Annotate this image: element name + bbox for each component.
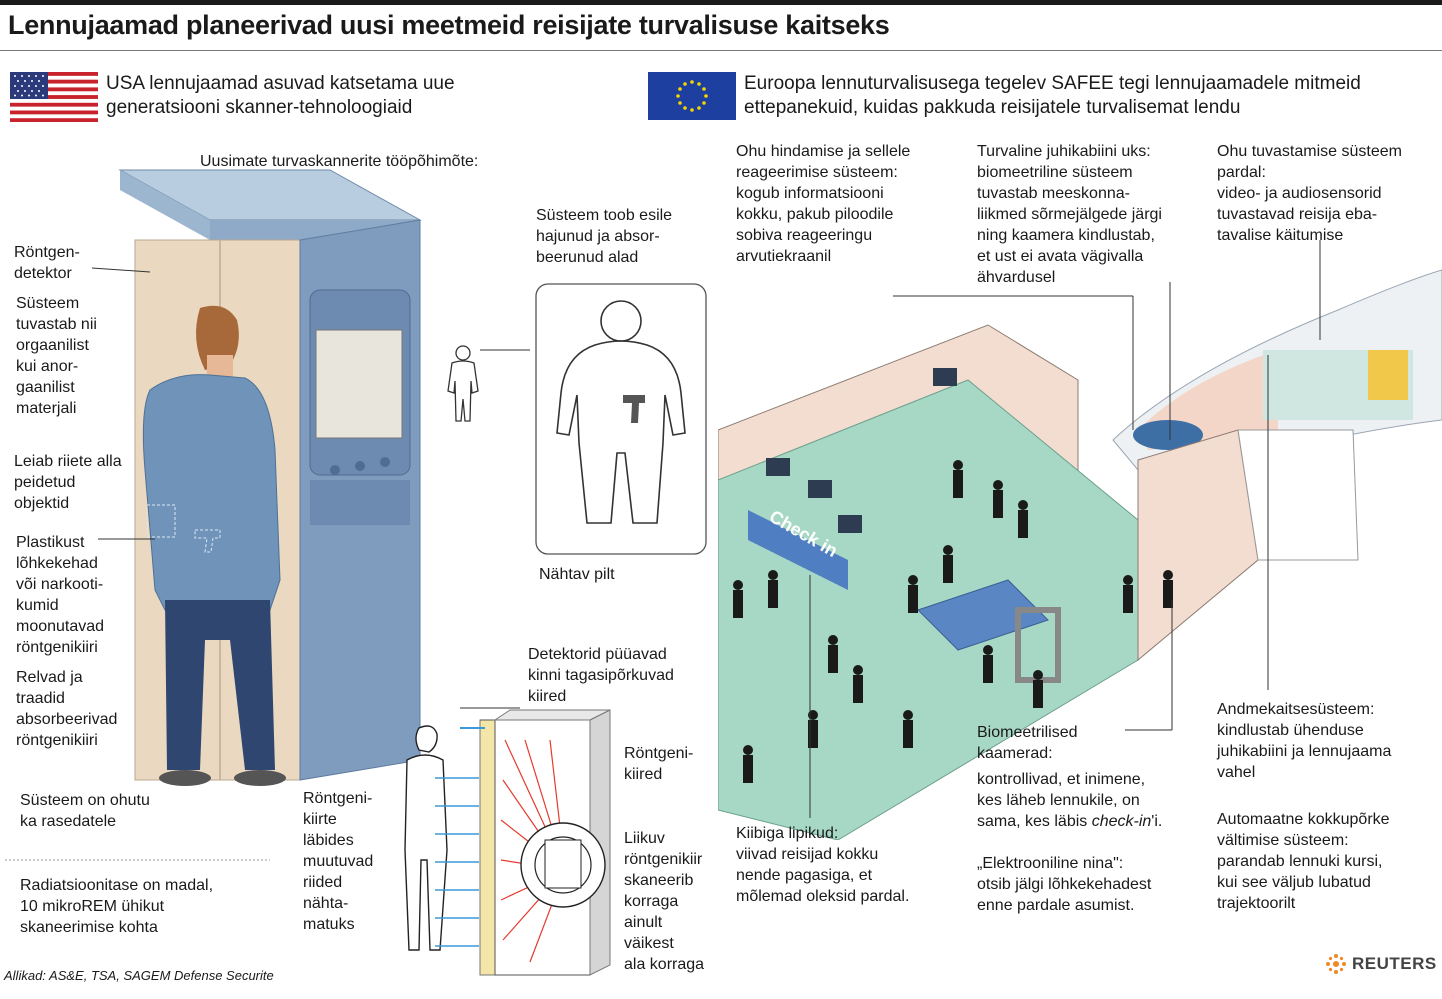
biometric-check-in-italic: check-in: [1091, 813, 1152, 830]
usa-intro: USA lennujaamad asuvad katsetama uue gen…: [106, 73, 455, 118]
label-data-security: Andmekaitsesüsteem: kindlustab ühenduse …: [1217, 701, 1392, 781]
man-figure-illustration: [142, 305, 286, 786]
label-radiation: Radiatsioonitase on madal, 10 mikroREM ü…: [20, 877, 214, 936]
label-moving: Liikuv röntgenikiir skaneerib korraga ai…: [624, 830, 705, 973]
label-biometric-cameras-title: Biomeetrilised kaamerad:: [977, 724, 1078, 762]
label-plastic: Plastikust lõhkekehad või narkooti- kumi…: [16, 534, 105, 656]
label-cockpit-door: Turvaline juhikabiini uks: biomeetriline…: [977, 143, 1162, 286]
eu-flag-icon: [648, 72, 736, 120]
scanner-screen-figure: [447, 345, 479, 422]
label-organic: Süsteem tuvastab nii orgaanilist kui ano…: [16, 295, 97, 417]
eu-intro: Euroopa lennuturvalisusega tegelev SAFEE…: [744, 73, 1361, 118]
label-hidden: Leiab riiete alla peidetud objektid: [14, 453, 122, 512]
label-threat-detection: Ohu tuvastamise süsteem pardal: video- j…: [1217, 143, 1402, 244]
label-xrays: Röntgeni- kiired: [624, 745, 694, 783]
reuters-brand: REUTERS: [1352, 954, 1437, 973]
label-biometric-cameras-body: kontrollivad, et inimene, kes läheb lenn…: [977, 769, 1162, 832]
title-rule: [0, 50, 1442, 51]
label-detectors-catch: Detektorid püüavad kinni tagasipõrkuvad …: [528, 646, 674, 705]
footer-sources: Allikad: AS&E, TSA, SAGEM Defense Securi…: [4, 968, 274, 983]
label-safe: Süsteem on ohutu ka rasedatele: [20, 792, 150, 830]
label-weapons: Relvad ja traadid absorbeerivad röntgeni…: [16, 669, 118, 749]
page-title: Lennujaamad planeerivad uusi meetmeid re…: [8, 10, 890, 40]
biometric-check-in-suffix: 'i.: [1151, 813, 1163, 830]
top-bar: [0, 0, 1442, 5]
usa-flag-icon: [10, 72, 98, 122]
reuters-logo-icon: [1326, 954, 1346, 974]
label-electronic-nose: „Elektrooniline nina": otsib jälgi lõhke…: [977, 855, 1152, 914]
label-collision: Automaatne kokkupõrke vältimise süsteem:…: [1217, 811, 1390, 912]
visible-image-panel: [535, 283, 707, 555]
scanner-heading: Uusimate turvaskannerite tööpõhimõte:: [200, 153, 479, 170]
xray-diagram: [404, 709, 611, 976]
label-system-shows: Süsteem toob esile hajunud ja absor- bee…: [536, 207, 673, 266]
label-chip-tag: Kiibiga lipikud: viivad reisijad kokku n…: [736, 825, 910, 905]
label-detector: Röntgen- detektor: [14, 244, 80, 282]
biometric-body-text: kontrollivad, et inimene, kes läheb lenn…: [977, 771, 1146, 830]
label-threat-assessment: Ohu hindamise ja sellele reageerimise sü…: [736, 143, 911, 265]
label-passing: Röntgeni- kiirte läbides muutuvad riided…: [303, 790, 374, 933]
label-visible-image: Nähtav pilt: [539, 566, 615, 583]
